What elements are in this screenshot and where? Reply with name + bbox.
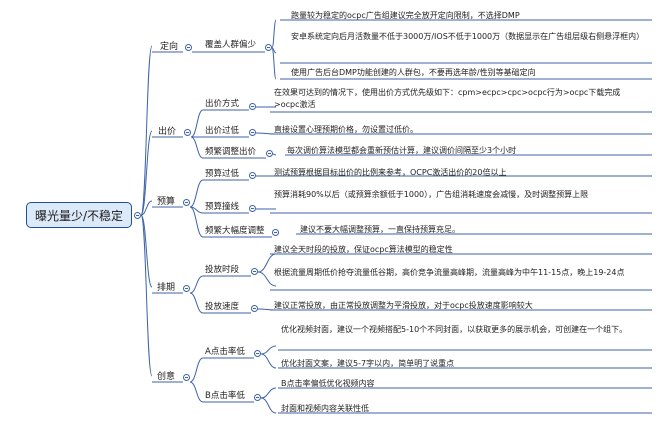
node-bid-frequent-change-toggle[interactable] <box>266 150 273 157</box>
leaf-budget-hit-cap: 预算消耗90%以后（或预算余额低于1000），广告组消耗速度会减慢，及时调整预算… <box>274 190 589 199</box>
node-schedule-hours-toggle[interactable] <box>251 268 258 275</box>
node-budget-too-low[interactable]: 预算过低 <box>205 169 240 179</box>
leaf-targeting-3: 使用广告后台DMP功能创建的人群包，不要再选年龄/性别等基础定向 <box>291 68 536 77</box>
node-budget-too-low-toggle[interactable] <box>249 172 256 179</box>
node-budget-hit-cap-toggle[interactable] <box>249 205 256 212</box>
node-schedule-hours[interactable]: 投放时段 <box>205 265 240 275</box>
branch-schedule[interactable]: 排期 <box>157 283 176 293</box>
branch-creative[interactable]: 创意 <box>157 372 176 382</box>
node-delivery-speed[interactable]: 投放速度 <box>205 302 240 312</box>
node-audience-small-toggle[interactable] <box>265 44 272 51</box>
leaf-bid-too-low: 直接设置心理预期价格，勿设置过低价。 <box>274 125 418 134</box>
leaf-targeting-2: 安卓系统定向后月活数量不低于3000万/IOS不低于1000万（数据显示在广告组… <box>291 32 645 41</box>
node-ctr-low-a-toggle[interactable] <box>254 350 261 357</box>
node-bid-method-toggle[interactable] <box>249 103 256 110</box>
branch-bidding-toggle[interactable] <box>184 129 191 136</box>
node-ctr-low-a[interactable]: A点击率低 <box>205 347 245 357</box>
branch-targeting[interactable]: 定向 <box>160 42 179 52</box>
branch-schedule-toggle[interactable] <box>183 285 190 292</box>
root-collapse-toggle[interactable] <box>134 212 141 219</box>
node-bid-too-low[interactable]: 出价过低 <box>205 126 240 136</box>
node-delivery-speed-toggle[interactable] <box>251 305 258 312</box>
leaf-bid-method: 在效果可达到的情况下，使用出价方式优先级如下：cpm>ecpc>cpc>ocpc… <box>274 88 621 109</box>
branch-budget-toggle[interactable] <box>183 199 190 206</box>
branch-bidding[interactable]: 出价 <box>158 127 177 137</box>
branch-targeting-toggle[interactable] <box>185 44 192 51</box>
leaf-ctr-a-2: 优化封面文案，建议5-7字以内，简单明了说重点 <box>281 359 455 368</box>
root-label: 曝光量少/不稳定 <box>34 208 124 223</box>
node-ctr-low-b-toggle[interactable] <box>254 394 261 401</box>
node-budget-big-change-toggle[interactable] <box>272 229 279 236</box>
leaf-bid-frequent-change: 每次调价算法模型都会重新预估计算，建议调价间隔至少3个小时 <box>287 146 517 155</box>
leaf-delivery-speed: 建议正常投放，由正常投放调整为平滑投放，对于ocpc投放速度影响较大 <box>274 301 533 310</box>
node-bid-frequent-change[interactable]: 频繁调整出价 <box>205 147 257 157</box>
leaf-targeting-1: 跑量较为稳定的ocpc广告组建议完全放开定向限制，不选择DMP <box>291 11 520 20</box>
leaf-ctr-a-1: 优化视频封面，建议一个视频搭配5-10个不同封面，以获取更多的展示机会，可创建在… <box>281 325 628 334</box>
leaf-budget-big-change: 建议不要大幅调整预算，一直保持预算充足。 <box>300 225 460 234</box>
node-bid-method[interactable]: 出价方式 <box>205 99 240 109</box>
node-ctr-low-b[interactable]: B点击率低 <box>205 391 245 401</box>
node-bid-too-low-toggle[interactable] <box>249 129 256 136</box>
leaf-schedule-hours-2: 根据流量周期低价抢夺流量低谷期，高价竞争流量高峰期，流量高峰为中午11-15点，… <box>274 268 625 277</box>
leaf-budget-too-low: 测试预算根据目标出价的比例来参考，OCPC激活出价的20倍以上 <box>274 168 507 177</box>
root-node[interactable]: 曝光量少/不稳定 <box>26 202 132 228</box>
leaf-schedule-hours-1: 建议全天时段的投放，保证ocpc算法模型的稳定性 <box>274 245 453 254</box>
node-budget-hit-cap[interactable]: 预算撞线 <box>205 202 240 212</box>
leaf-ctr-b-1: B点击率偏低优化视频内容 <box>281 379 375 388</box>
node-audience-small[interactable]: 覆盖人群偏少 <box>205 40 257 50</box>
leaf-ctr-b-2: 封面和视频内容关联性低 <box>281 404 369 413</box>
node-budget-big-change[interactable]: 频繁大幅度调整 <box>205 226 265 236</box>
branch-budget[interactable]: 预算 <box>157 197 176 207</box>
branch-creative-toggle[interactable] <box>183 374 190 381</box>
